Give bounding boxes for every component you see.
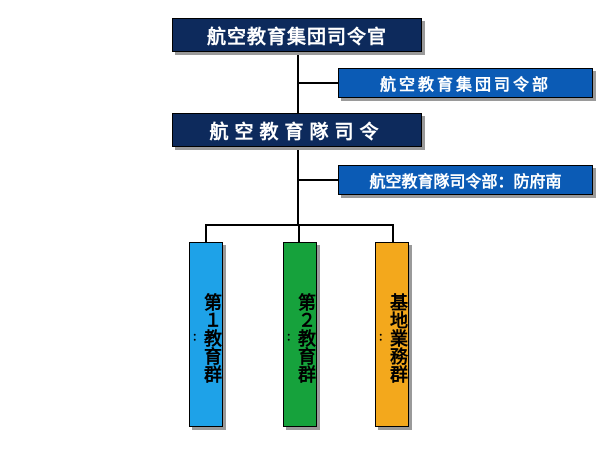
group1-location: 防府南: [159, 310, 180, 365]
group2-box: 第２教育群 ： 熊谷: [253, 242, 317, 427]
group3-name: 基地業務群: [387, 292, 408, 383]
wing-commander-label: 航空教育隊司令: [209, 120, 385, 143]
drop-line-group3: [392, 224, 394, 242]
drop-line-group1: [205, 224, 207, 242]
wing-hq-box: 航空教育隊司令部：防府南: [338, 165, 593, 195]
commander-label: 航空教育集団司令官: [206, 25, 387, 48]
group1-separator: ：: [185, 332, 196, 343]
branch-line-wing-hq: [297, 179, 338, 181]
group3-separator: ：: [371, 332, 382, 343]
group3-location: 防府南: [345, 310, 366, 365]
branch-line-group-hq: [297, 82, 338, 84]
group2-name: 第２教育群: [295, 292, 316, 383]
group3-box: 基地業務群 ： 防府南: [345, 242, 409, 427]
wing-commander-box: 航空教育隊司令: [172, 113, 422, 147]
group-hq-box: 航空教育集団司令部: [338, 68, 593, 98]
drop-line-group2: [298, 224, 300, 242]
group1-name: 第１教育群: [201, 292, 222, 383]
group2-location: 熊谷: [253, 319, 274, 356]
group2-separator: ：: [279, 332, 290, 343]
group-hq-label: 航空教育集団司令部: [379, 75, 551, 94]
wing-hq-label: 航空教育隊司令部：防府南: [369, 172, 562, 191]
trunk-line-lower: [297, 147, 299, 225]
commander-box: 航空教育集団司令官: [172, 18, 422, 52]
group1-box: 第１教育群 ： 防府南: [159, 242, 223, 427]
